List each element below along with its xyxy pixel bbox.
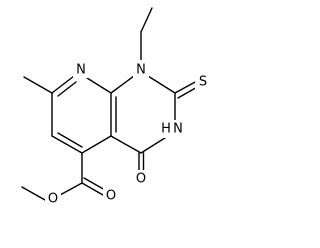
bonds bbox=[21, 7, 200, 201]
atom-labels: N N S H N O O O bbox=[48, 63, 207, 207]
atom-o-ester-label: O bbox=[48, 192, 58, 207]
bond-n8-c7-double bbox=[57, 81, 77, 97]
atom-n1-label: N bbox=[136, 63, 146, 78]
bond-c8a-n1 bbox=[110, 75, 135, 94]
atom-h3-label: H bbox=[161, 122, 171, 137]
bond-c2-s-a bbox=[174, 80, 198, 94]
bond-c6-c5-single bbox=[51, 135, 83, 154]
atom-s-label: S bbox=[199, 75, 207, 90]
molecule-structure: N N S H N O O O bbox=[21, 7, 211, 208]
bond-o-methyl bbox=[21, 186, 46, 201]
bond-n1-c2 bbox=[147, 75, 176, 94]
bond-n8-c7-single bbox=[51, 75, 75, 94]
atom-n3-label: N bbox=[173, 122, 183, 137]
bond-ester-c-o-single bbox=[59, 182, 83, 196]
bond-c8a-n8 bbox=[86, 77, 112, 94]
atom-o4-label: O bbox=[136, 172, 146, 187]
bond-c4-c4a bbox=[110, 135, 142, 154]
bond-ester-c-o-b bbox=[83, 177, 106, 191]
bond-c7-methyl bbox=[23, 76, 53, 94]
bond-ethyl-ch3-ch2 bbox=[140, 7, 153, 33]
bond-n3-c4 bbox=[140, 135, 169, 154]
atom-o-carbonyl-label: O bbox=[106, 189, 116, 204]
bond-c6-c5-double bbox=[57, 132, 83, 148]
bond-c5-c4a bbox=[81, 135, 112, 154]
atom-masks bbox=[45, 60, 211, 208]
atom-n8-label: N bbox=[76, 63, 86, 78]
bond-ester-c-o-a bbox=[81, 182, 104, 196]
